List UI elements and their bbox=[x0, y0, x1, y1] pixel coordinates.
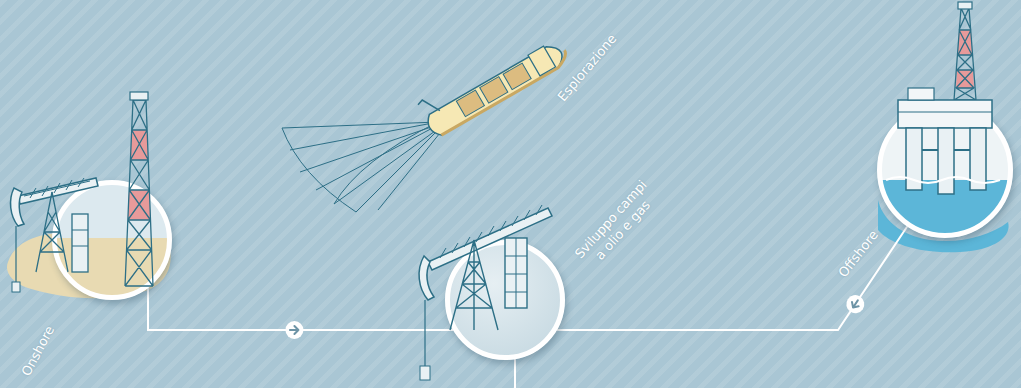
derrick-lattice bbox=[954, 8, 976, 100]
ship-bridge bbox=[528, 46, 556, 76]
cargo-box bbox=[503, 63, 531, 90]
horse-head bbox=[11, 188, 24, 226]
outgoing-line bbox=[514, 355, 516, 388]
platform-column bbox=[970, 128, 986, 190]
arrow-marker bbox=[285, 321, 303, 339]
gear-box bbox=[72, 214, 88, 272]
seismic-streamers bbox=[282, 122, 444, 212]
gear-lines bbox=[72, 230, 88, 246]
derrick-panel bbox=[958, 30, 972, 55]
column-brace bbox=[922, 149, 970, 151]
hull-shadow bbox=[435, 50, 570, 135]
derrick-panel bbox=[128, 190, 151, 220]
platform-deck bbox=[898, 100, 992, 128]
flow-connector bbox=[148, 288, 453, 339]
equipment-lines bbox=[505, 238, 527, 308]
platform-column bbox=[938, 128, 954, 194]
beam-hatch bbox=[24, 178, 90, 198]
crown-block bbox=[130, 92, 148, 100]
cargo-box bbox=[480, 77, 508, 104]
polished-rod bbox=[15, 226, 16, 284]
pump-beam bbox=[428, 208, 552, 270]
deck-line bbox=[898, 112, 992, 113]
offshore-platform bbox=[886, 2, 1000, 194]
onshore-pumpjack bbox=[11, 178, 98, 292]
stage-label: Sviluppo campi a olio e gas bbox=[572, 177, 663, 273]
arrow-marker bbox=[843, 292, 868, 317]
onshore-derrick bbox=[125, 92, 153, 286]
a-frame bbox=[450, 240, 498, 330]
wave-line bbox=[886, 177, 1000, 183]
derrick-panel bbox=[956, 70, 974, 88]
arrow-head bbox=[850, 298, 861, 310]
beam-hatch bbox=[440, 205, 542, 258]
stage-circle: Sviluppo campi a olio e gas bbox=[445, 240, 565, 360]
a-frame bbox=[36, 192, 68, 272]
exploration-ship bbox=[416, 26, 571, 138]
streamer-lines bbox=[282, 122, 444, 212]
arrow-badge bbox=[285, 321, 303, 339]
equipment-box bbox=[505, 238, 527, 308]
stage-label: Onshore bbox=[18, 323, 58, 379]
wellhead bbox=[12, 282, 20, 292]
crown-block bbox=[958, 2, 972, 9]
stage-label: Esplorazione bbox=[555, 31, 620, 105]
stage-label: Offshore bbox=[835, 227, 882, 280]
derrick-panel bbox=[130, 130, 148, 160]
platform-column bbox=[906, 128, 922, 190]
polished-rod bbox=[424, 300, 425, 368]
stage-circle: Onshore bbox=[52, 180, 172, 300]
cargo-box bbox=[456, 90, 484, 117]
ship-hull bbox=[424, 42, 567, 139]
stage-circle: Offshore bbox=[877, 102, 1013, 238]
development-rig bbox=[419, 205, 552, 380]
deck-house bbox=[908, 88, 934, 100]
pump-beam bbox=[18, 178, 98, 204]
arrow-badge bbox=[843, 292, 868, 317]
derrick-lattice bbox=[125, 100, 153, 286]
ship-crane bbox=[417, 95, 440, 119]
arrow-head bbox=[290, 326, 299, 334]
horse-head bbox=[419, 256, 434, 300]
wellhead bbox=[420, 366, 430, 380]
